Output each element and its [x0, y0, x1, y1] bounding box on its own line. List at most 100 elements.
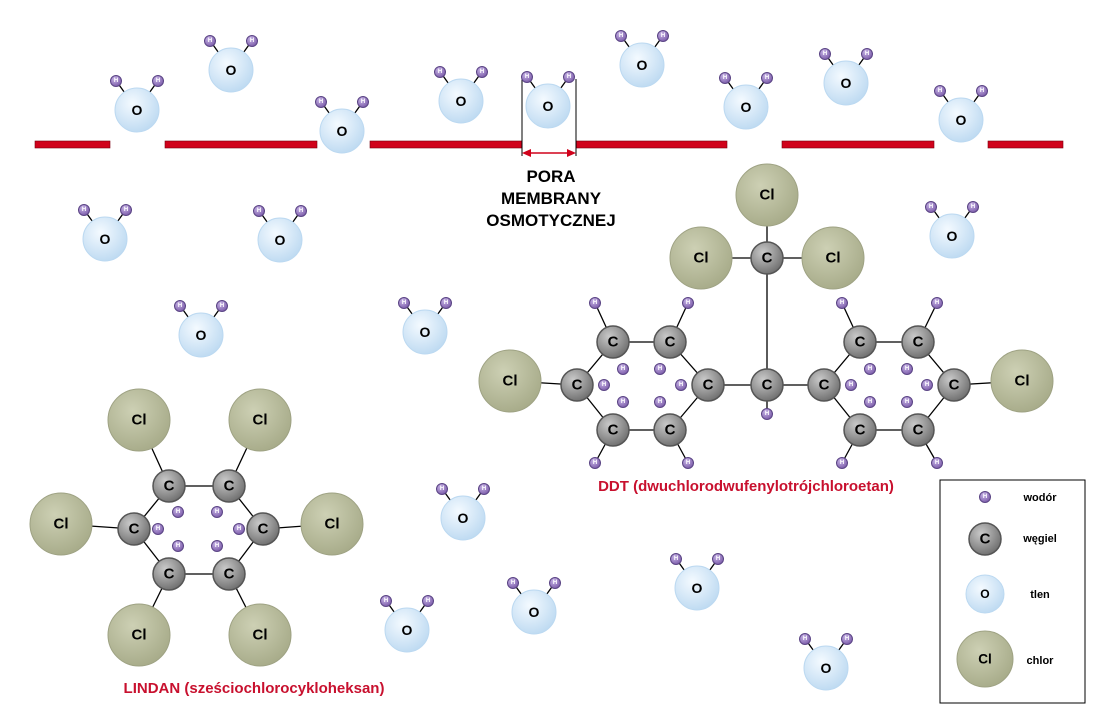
- lindan-chlorine-symbol: Cl: [132, 627, 147, 644]
- water-oxygen: O: [114, 87, 160, 133]
- ddt-carbon-symbol: C: [913, 422, 924, 439]
- ddt-carbon-sphere: [750, 368, 784, 402]
- ddt-hydrogen-sphere: [845, 379, 857, 391]
- water-hydrogen-symbol: H: [482, 486, 486, 492]
- lindan-carbon-symbol: C: [224, 566, 235, 583]
- water-hydrogen: H: [434, 66, 446, 78]
- ddt-carbon-sphere: [560, 368, 594, 402]
- water-hydrogen-sphere: [315, 96, 327, 108]
- legend-label-chlorine: chlor: [1027, 655, 1055, 667]
- water-hydrogen: H: [204, 35, 216, 47]
- ddt-carbon: C: [596, 325, 630, 359]
- ddt-hydrogen: H: [617, 396, 629, 408]
- pore-arrow-right-head: [567, 149, 576, 157]
- lindan-chlorine-symbol: Cl: [325, 516, 340, 533]
- water-oxygen: O: [82, 216, 128, 262]
- water-hydrogen-symbol: H: [426, 598, 430, 604]
- lindan-chlorine: Cl: [29, 492, 93, 556]
- ddt-hydrogen: H: [589, 457, 601, 469]
- ddt-hydrogen: H: [675, 379, 687, 391]
- water-hydrogen: H: [657, 30, 669, 42]
- water-hydrogen-sphere: [436, 483, 448, 495]
- ddt-carbon-symbol: C: [913, 334, 924, 351]
- ddt-hydrogen: H: [931, 457, 943, 469]
- water-hydrogen-sphere: [521, 71, 533, 83]
- ddt-hydrogen-symbol: H: [905, 366, 909, 372]
- lindan-carbon-symbol: C: [258, 521, 269, 538]
- ddt-carbon-sphere: [750, 241, 784, 275]
- water-oxygen-symbol: O: [956, 112, 967, 128]
- ddt-carbon-symbol: C: [762, 250, 773, 267]
- ddt-carbon: C: [750, 241, 784, 275]
- water-hydrogen-symbol: H: [257, 208, 261, 214]
- legend-carbon-icon: C: [968, 522, 1002, 556]
- water-hydrogen-symbol: H: [525, 74, 529, 80]
- lindan-chlorine-sphere: [228, 388, 292, 452]
- water-hydrogen: H: [78, 204, 90, 216]
- water-oxygen-symbol: O: [100, 231, 111, 247]
- lindan-carbon: C: [212, 557, 246, 591]
- ddt-hydrogen: H: [864, 396, 876, 408]
- lindan-chlorine: Cl: [107, 603, 171, 667]
- water-hydrogen: H: [120, 204, 132, 216]
- ddt-carbon-sphere: [901, 325, 935, 359]
- water-hydrogen-symbol: H: [619, 33, 623, 39]
- membrane-segment: [34, 140, 111, 149]
- legend-oxygen-icon-symbol: O: [980, 587, 989, 601]
- water-oxygen: O: [929, 213, 975, 259]
- water-hydrogen-sphere: [204, 35, 216, 47]
- lindan-carbon: C: [152, 557, 186, 591]
- ddt-carbon-symbol: C: [855, 334, 866, 351]
- membrane-segment: [781, 140, 935, 149]
- water-oxygen-sphere: [402, 309, 448, 355]
- water-hydrogen-sphere: [799, 633, 811, 645]
- water-hydrogen: H: [398, 297, 410, 309]
- lindan-hydrogen-symbol: H: [156, 526, 160, 532]
- water-hydrogen-sphere: [670, 553, 682, 565]
- lindan-hydrogen: H: [233, 523, 245, 535]
- water-hydrogen: H: [476, 66, 488, 78]
- lindan-chlorine-sphere: [228, 603, 292, 667]
- lindan-chlorine: Cl: [107, 388, 171, 452]
- ddt-chlorine: Cl: [669, 226, 733, 290]
- water-hydrogen-sphere: [398, 297, 410, 309]
- water-oxygen-symbol: O: [543, 98, 554, 114]
- water-oxygen-symbol: O: [337, 123, 348, 139]
- ddt-carbon-symbol: C: [762, 377, 773, 394]
- water-hydrogen-symbol: H: [178, 303, 182, 309]
- lindan-hydrogen-symbol: H: [176, 543, 180, 549]
- ddt-hydrogen-symbol: H: [849, 382, 853, 388]
- lindan-chlorine-sphere: [107, 603, 171, 667]
- water-hydrogen-symbol: H: [845, 636, 849, 642]
- membrane-segment: [369, 140, 523, 149]
- lindan-chlorine: Cl: [228, 603, 292, 667]
- water-hydrogen-symbol: H: [661, 33, 665, 39]
- lindan-carbon-symbol: C: [164, 566, 175, 583]
- water-oxygen: O: [319, 108, 365, 154]
- water-hydrogen: H: [440, 297, 452, 309]
- lindan-hydrogen-sphere: [233, 523, 245, 535]
- ddt-carbon-symbol: C: [572, 377, 583, 394]
- water-hydrogen-sphere: [476, 66, 488, 78]
- water-hydrogen: H: [861, 48, 873, 60]
- ddt-chlorine-symbol: Cl: [694, 250, 709, 267]
- water-oxygen: O: [803, 645, 849, 691]
- lindan-carbon-sphere: [246, 512, 280, 546]
- water-hydrogen-sphere: [434, 66, 446, 78]
- ddt-carbon: C: [937, 368, 971, 402]
- ddt-chlorine: Cl: [735, 163, 799, 227]
- lindan-carbon-sphere: [117, 512, 151, 546]
- water-oxygen-sphere: [525, 83, 571, 129]
- ddt-carbon-sphere: [653, 413, 687, 447]
- water-oxygen: O: [723, 84, 769, 130]
- lindan-carbon-sphere: [212, 469, 246, 503]
- water-hydrogen: H: [819, 48, 831, 60]
- ddt-hydrogen-symbol: H: [868, 399, 872, 405]
- ddt-hydrogen-sphere: [654, 396, 666, 408]
- ddt-hydrogen-symbol: H: [905, 399, 909, 405]
- water-oxygen: O: [438, 78, 484, 124]
- water-hydrogen-symbol: H: [299, 208, 303, 214]
- ddt-carbon-symbol: C: [855, 422, 866, 439]
- ddt-carbon-sphere: [843, 325, 877, 359]
- membrane-segment: [987, 140, 1064, 149]
